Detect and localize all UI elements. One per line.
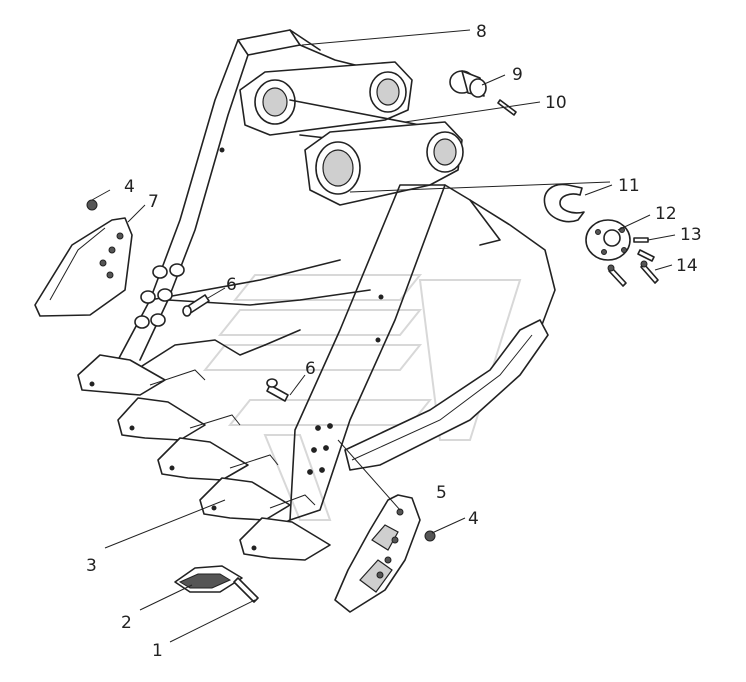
callout-1: 1	[152, 641, 163, 661]
callout-6-center: 6	[305, 359, 316, 379]
callout-labels: 8 9 10 11 12 13 14 4 7 6 6 5 4 3 2 1	[86, 22, 702, 661]
side-cutter-right	[334, 494, 421, 613]
nut-right	[424, 530, 436, 542]
leader-lines	[91, 29, 676, 643]
callout-7: 7	[148, 192, 159, 212]
callout-6-left: 6	[226, 275, 237, 295]
left-plate-bolt-holes	[134, 263, 185, 329]
bucket-teeth	[77, 354, 331, 561]
shim-ring	[543, 183, 585, 223]
bushing	[449, 70, 487, 98]
callout-10: 10	[545, 93, 567, 113]
bolt-center	[266, 378, 289, 402]
right-plate-bolt-holes	[307, 423, 333, 475]
callout-4-right: 4	[468, 509, 479, 529]
callout-12: 12	[655, 204, 677, 224]
callout-8: 8	[476, 22, 487, 42]
callout-11: 11	[618, 176, 640, 196]
side-cutter-left	[34, 217, 133, 317]
callout-13: 13	[680, 225, 702, 245]
tooth-pin	[233, 577, 259, 603]
flange-bolts	[633, 237, 655, 262]
nut-left	[86, 199, 98, 211]
callout-2: 2	[121, 613, 132, 633]
bolt-left	[182, 294, 210, 317]
bucket-body	[89, 29, 556, 541]
flange-screws	[607, 260, 659, 287]
callout-5: 5	[436, 483, 447, 503]
bushing-pin	[497, 99, 517, 116]
callout-9: 9	[512, 65, 523, 85]
callout-14: 14	[676, 256, 698, 276]
flange-plate	[585, 219, 631, 261]
callout-4-left: 4	[124, 177, 135, 197]
callout-3: 3	[86, 556, 97, 576]
